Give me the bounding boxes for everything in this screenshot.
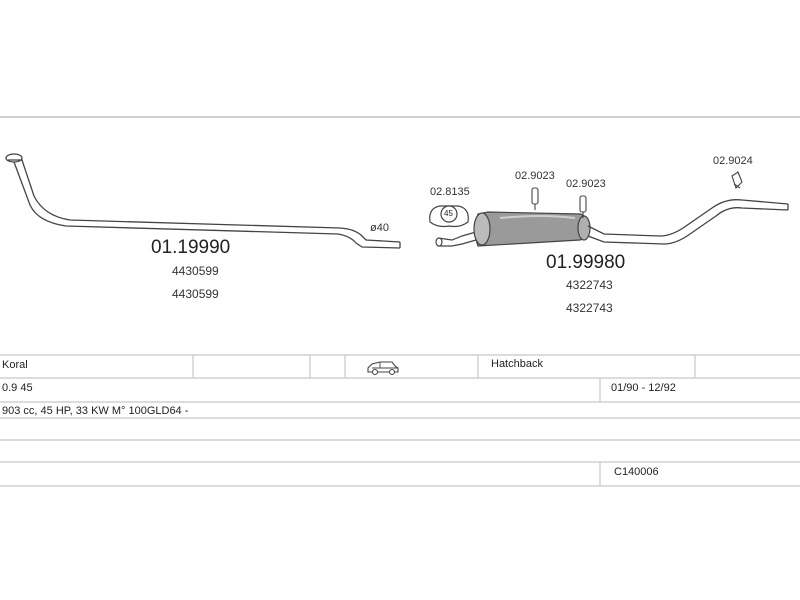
front-pipe-diameter: ø40 xyxy=(370,222,389,234)
front-pipe-drawing xyxy=(5,153,401,249)
hanger-1-part-number: 02.9023 xyxy=(515,170,555,182)
tail-pipe-drawing xyxy=(587,199,789,245)
front-pipe-oem-1: 4430599 xyxy=(172,264,219,278)
hanger-3-drawing xyxy=(731,171,743,190)
gasket-size: 45 xyxy=(444,209,453,218)
rear-section-part-number: 01.99980 xyxy=(546,252,626,273)
rear-inlet-drawing xyxy=(435,231,477,247)
gasket-part-number: 02.8135 xyxy=(430,186,470,198)
vehicle-model: Koral xyxy=(2,359,28,371)
muffler-highlight xyxy=(499,215,576,219)
front-pipe-upper-edge xyxy=(8,159,401,243)
tail-pipe-lower xyxy=(587,207,789,245)
front-pipe-lower-edge xyxy=(13,161,401,249)
front-pipe-flange xyxy=(5,153,23,163)
vehicle-production-years: 01/90 - 12/92 xyxy=(611,382,676,394)
catalog-code: C140006 xyxy=(614,466,659,478)
vehicle-engine-short: 0.9 45 xyxy=(2,382,33,394)
gasket-ring xyxy=(440,205,458,223)
muffler-drawing xyxy=(473,211,591,247)
rear-section-oem-1: 4322743 xyxy=(566,278,613,292)
muffler-front-cap xyxy=(473,212,491,246)
rear-inlet-end xyxy=(435,237,443,247)
front-pipe-part-number: 01.19990 xyxy=(151,237,231,258)
tail-pipe-upper xyxy=(587,199,789,237)
table-grid xyxy=(0,354,800,487)
gasket-drawing xyxy=(429,205,469,228)
hanger-3-part-number: 02.9024 xyxy=(713,155,753,167)
front-pipe-oem-2: 4430599 xyxy=(172,287,219,301)
vehicle-body-type: Hatchback xyxy=(491,358,543,370)
car-icon xyxy=(367,361,399,376)
rear-section-oem-2: 4322743 xyxy=(566,301,613,315)
rear-inlet-upper xyxy=(437,231,477,241)
hanger-2-part-number: 02.9023 xyxy=(566,178,606,190)
rear-inlet-lower xyxy=(438,239,477,247)
vehicle-engine-details: 903 cc, 45 HP, 33 KW M° 100GLD64 - xyxy=(2,405,189,417)
muffler-rear-cap xyxy=(577,215,591,241)
hanger-1-drawing xyxy=(531,187,539,210)
hanger-2-drawing xyxy=(579,195,587,218)
